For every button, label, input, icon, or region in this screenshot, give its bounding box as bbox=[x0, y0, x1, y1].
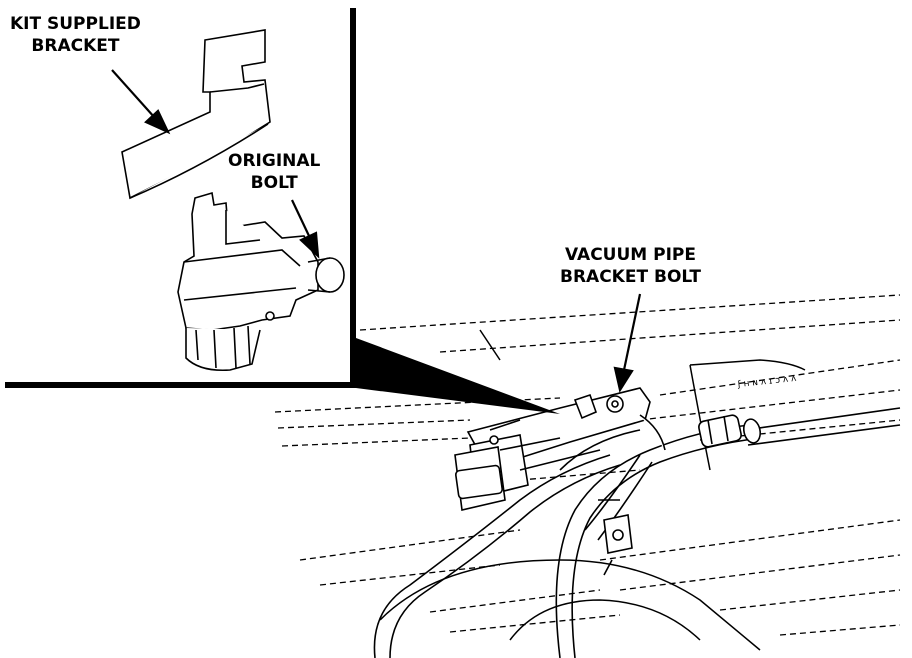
bolt-label-line1: ORIGINAL bbox=[228, 151, 321, 171]
original-bolt-label: ORIGINAL BOLT bbox=[228, 150, 320, 194]
inset-frame-bottom bbox=[5, 382, 356, 388]
hose-clip bbox=[598, 499, 633, 576]
inset-frame-right bbox=[350, 8, 356, 388]
callout-arrows bbox=[111, 69, 320, 259]
kit-supplied-bracket-label: KIT SUPPLIED BRACKET bbox=[10, 13, 141, 57]
projection-wedge bbox=[356, 338, 560, 414]
bolt-label-line2: BOLT bbox=[250, 173, 298, 193]
vacuum-pipe-bracket-bolt-label: VACUUM PIPE BRACKET BOLT bbox=[560, 244, 701, 288]
installed-solenoid bbox=[454, 387, 666, 511]
vacuum-hoses bbox=[373, 407, 901, 658]
kit-label-line1: KIT SUPPLIED bbox=[10, 14, 141, 34]
vacuum-bolt-arrow bbox=[613, 293, 642, 393]
kit-bracket-arrow bbox=[111, 69, 156, 119]
vac-label-line1: VACUUM PIPE bbox=[565, 245, 696, 265]
engine-bay-drawing: ʃ ʜ ɴ ᴧ ɪ ɔ ᴧ ʌ bbox=[274, 294, 901, 658]
kit-label-line2: BRACKET bbox=[31, 36, 120, 56]
kit-bracket-drawing bbox=[121, 29, 271, 200]
original-bolt-arrow bbox=[291, 199, 311, 239]
hose-connector bbox=[698, 414, 762, 448]
solenoid-detail-drawing bbox=[177, 191, 345, 372]
body-contour-lines bbox=[274, 294, 901, 636]
detail-inset bbox=[5, 8, 560, 414]
vac-label-line2: BRACKET BOLT bbox=[560, 267, 702, 287]
cowl-panel bbox=[479, 329, 806, 471]
